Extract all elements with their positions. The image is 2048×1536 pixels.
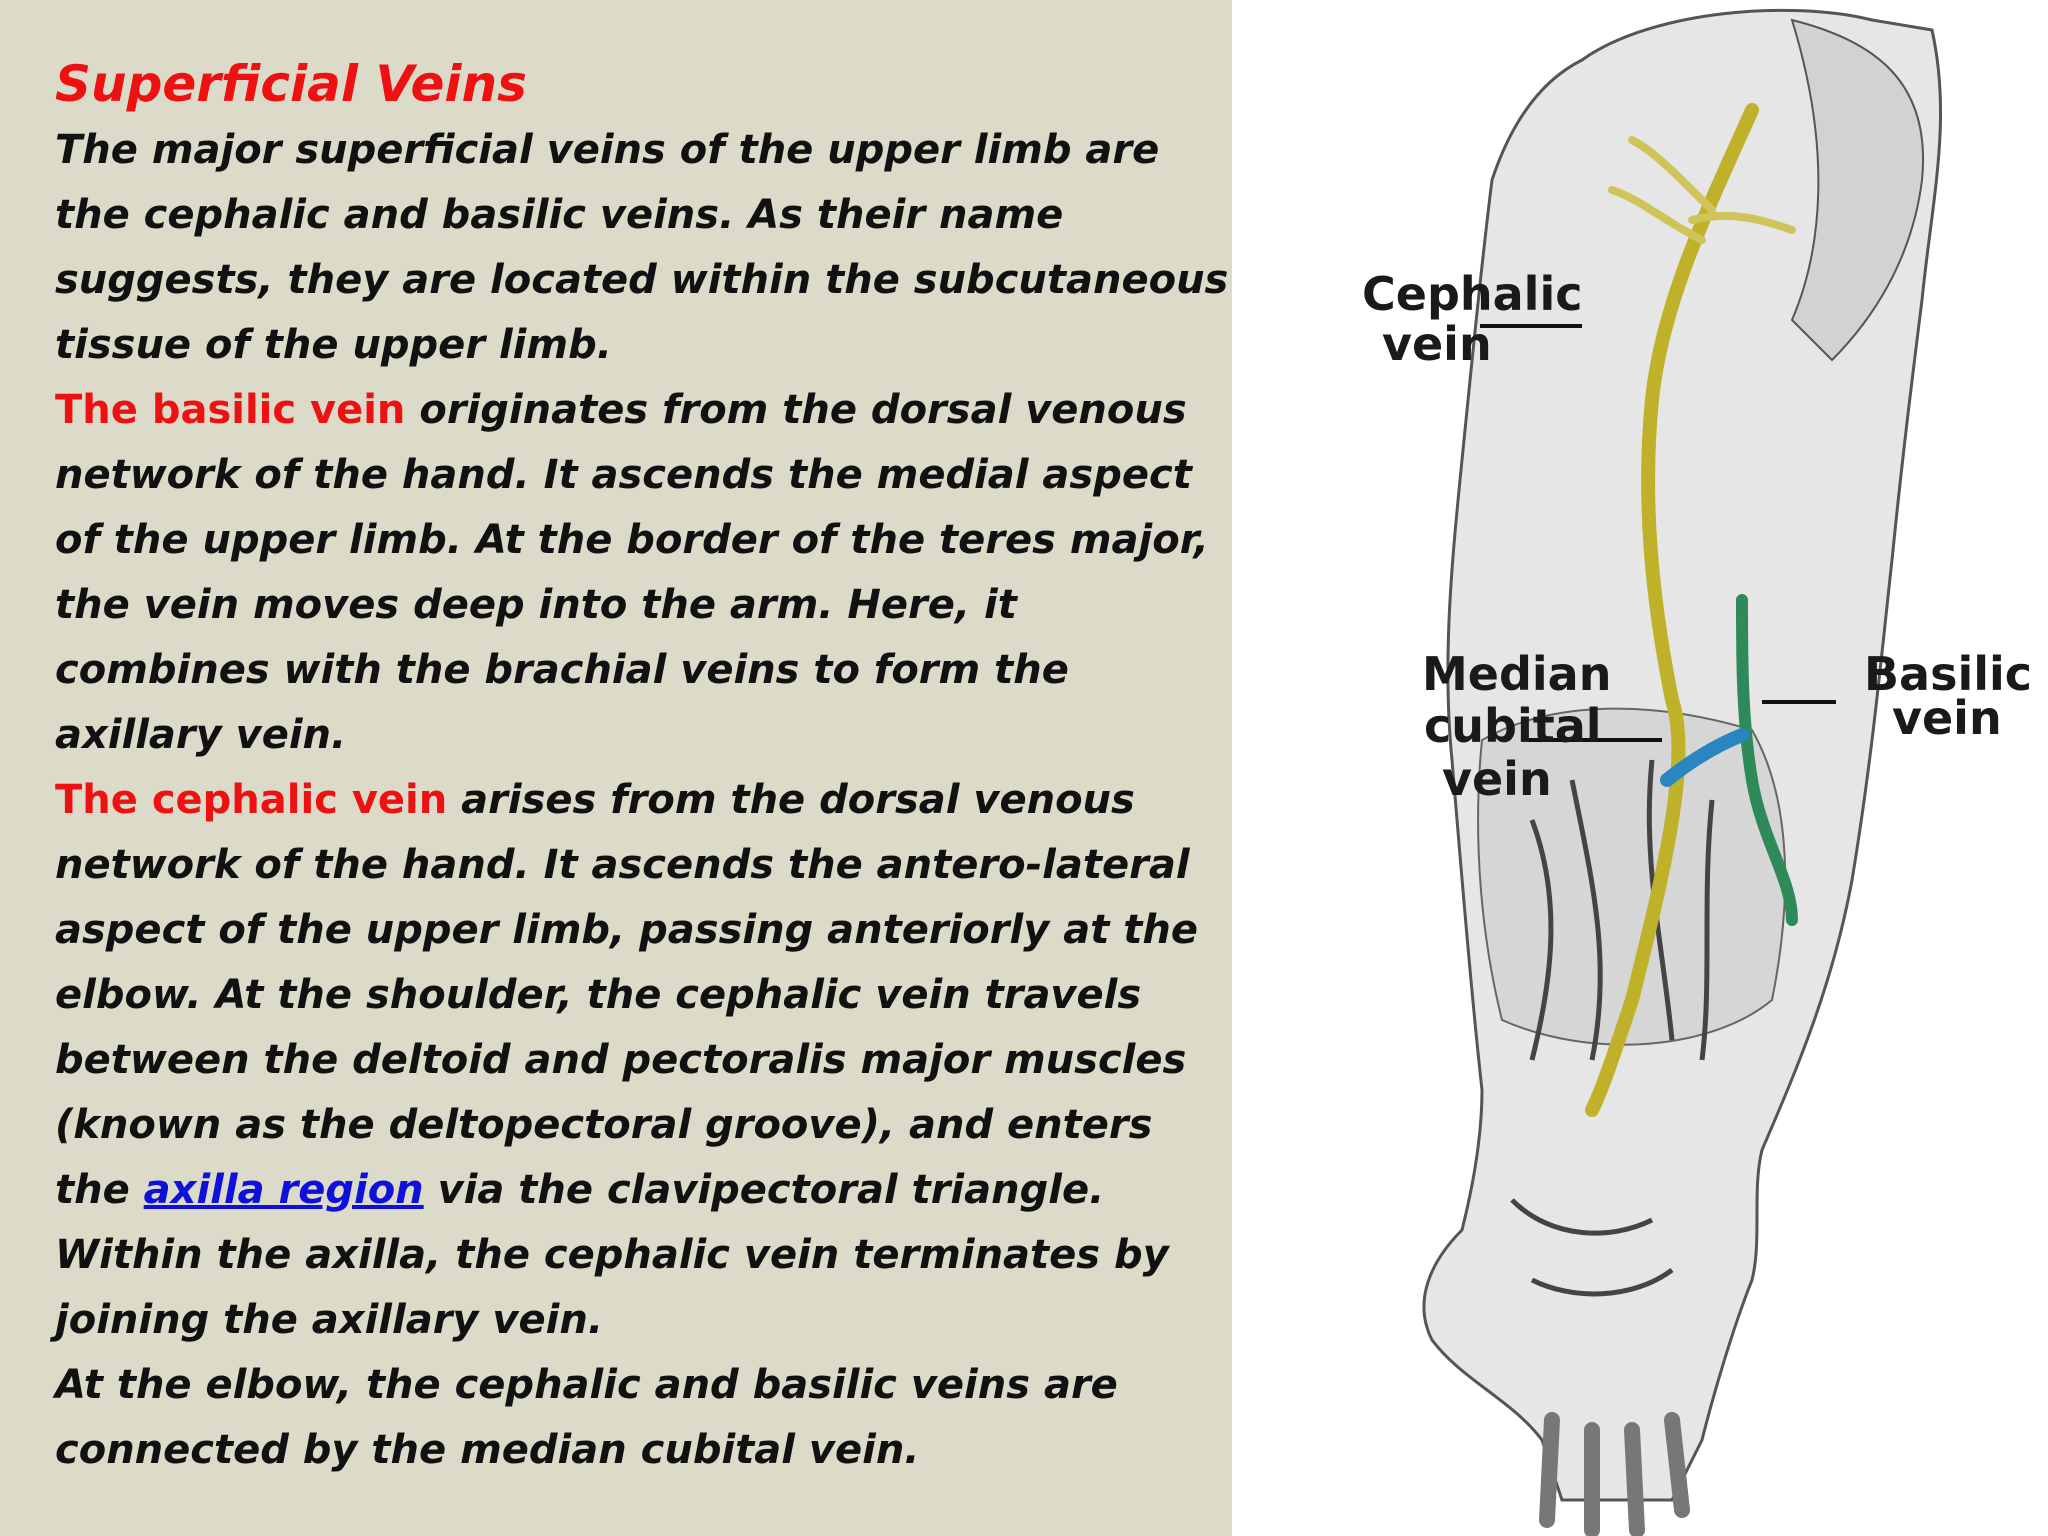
label-median-cubital-line2: cubital xyxy=(1424,699,1602,753)
text-line: network of the hand. It ascends the ante… xyxy=(55,842,1190,888)
text-fragment: originates from the dorsal venous xyxy=(405,387,1187,433)
text-line: aspect of the upper limb, passing anteri… xyxy=(55,907,1198,953)
figure-panel: Cephalic vein Median cubital vein Basili… xyxy=(1232,0,2048,1536)
text-fragment: via the clavipectoral triangle. xyxy=(423,1167,1105,1213)
text-line: joining the axillary vein. xyxy=(55,1297,604,1343)
shoulder-muscle xyxy=(1790,18,1925,362)
text-line: The basilic vein originates from the dor… xyxy=(55,378,1225,443)
text-line: network of the hand. It ascends the medi… xyxy=(55,452,1192,498)
label-basilic-vein-line2: vein xyxy=(1892,691,2002,745)
basilic-vein-path xyxy=(1736,594,1798,926)
text-line: axillary vein. xyxy=(55,712,347,758)
cephalic-vein-branches xyxy=(1608,136,1796,244)
text-line: tissue of the upper limb. xyxy=(55,322,612,368)
upper-limb-vein-illustration: Cephalic vein Median cubital vein Basili… xyxy=(1362,8,2032,1536)
label-median-cubital-line3: vein xyxy=(1442,752,1552,806)
hand-fingers xyxy=(1539,1412,1690,1536)
text-line: between the deltoid and pectoralis major… xyxy=(55,1037,1187,1083)
cephalic-vein-path xyxy=(1585,103,1759,1117)
text-line: At the elbow, the cephalic and basilic v… xyxy=(55,1362,1118,1408)
cephalic-vein-term: The cephalic vein xyxy=(55,777,448,823)
label-basilic-vein-line1: Basilic xyxy=(1864,647,2032,701)
label-cephalic-vein-line1: Cephalic xyxy=(1362,267,1582,321)
text-line: of the upper limb. At the border of the … xyxy=(55,517,1209,563)
body-text: Superficial Veins The major superficial … xyxy=(55,50,1229,1483)
text-line: The cephalic vein arises from the dorsal… xyxy=(55,768,1225,833)
text-line: combines with the brachial veins to form… xyxy=(55,647,1069,693)
text-line: connected by the median cubital vein. xyxy=(55,1427,920,1473)
text-panel: Superficial Veins The major superficial … xyxy=(0,0,1232,1536)
text-line: suggests, they are located within the su… xyxy=(55,257,1229,303)
text-line: the axilla region via the clavipectoral … xyxy=(55,1158,1225,1223)
text-line: The major superficial veins of the upper… xyxy=(55,127,1160,173)
text-line: elbow. At the shoulder, the cephalic vei… xyxy=(55,972,1142,1018)
axilla-region-link[interactable]: axilla region xyxy=(143,1167,424,1213)
slide-heading: Superficial Veins xyxy=(55,55,527,113)
median-cubital-vein-path xyxy=(1660,728,1749,787)
basilic-vein-term: The basilic vein xyxy=(55,387,406,433)
text-line: (known as the deltopectoral groove), and… xyxy=(55,1102,1153,1148)
text-line: the cephalic and basilic veins. As their… xyxy=(55,192,1064,238)
label-median-cubital-line1: Median xyxy=(1422,647,1611,701)
text-fragment: arises from the dorsal venous xyxy=(447,777,1135,823)
text-fragment: the xyxy=(55,1167,144,1213)
text-line: the vein moves deep into the arm. Here, … xyxy=(55,582,1017,628)
text-line: Within the axilla, the cephalic vein ter… xyxy=(55,1232,1169,1278)
label-cephalic-vein-line2: vein xyxy=(1382,317,1492,371)
